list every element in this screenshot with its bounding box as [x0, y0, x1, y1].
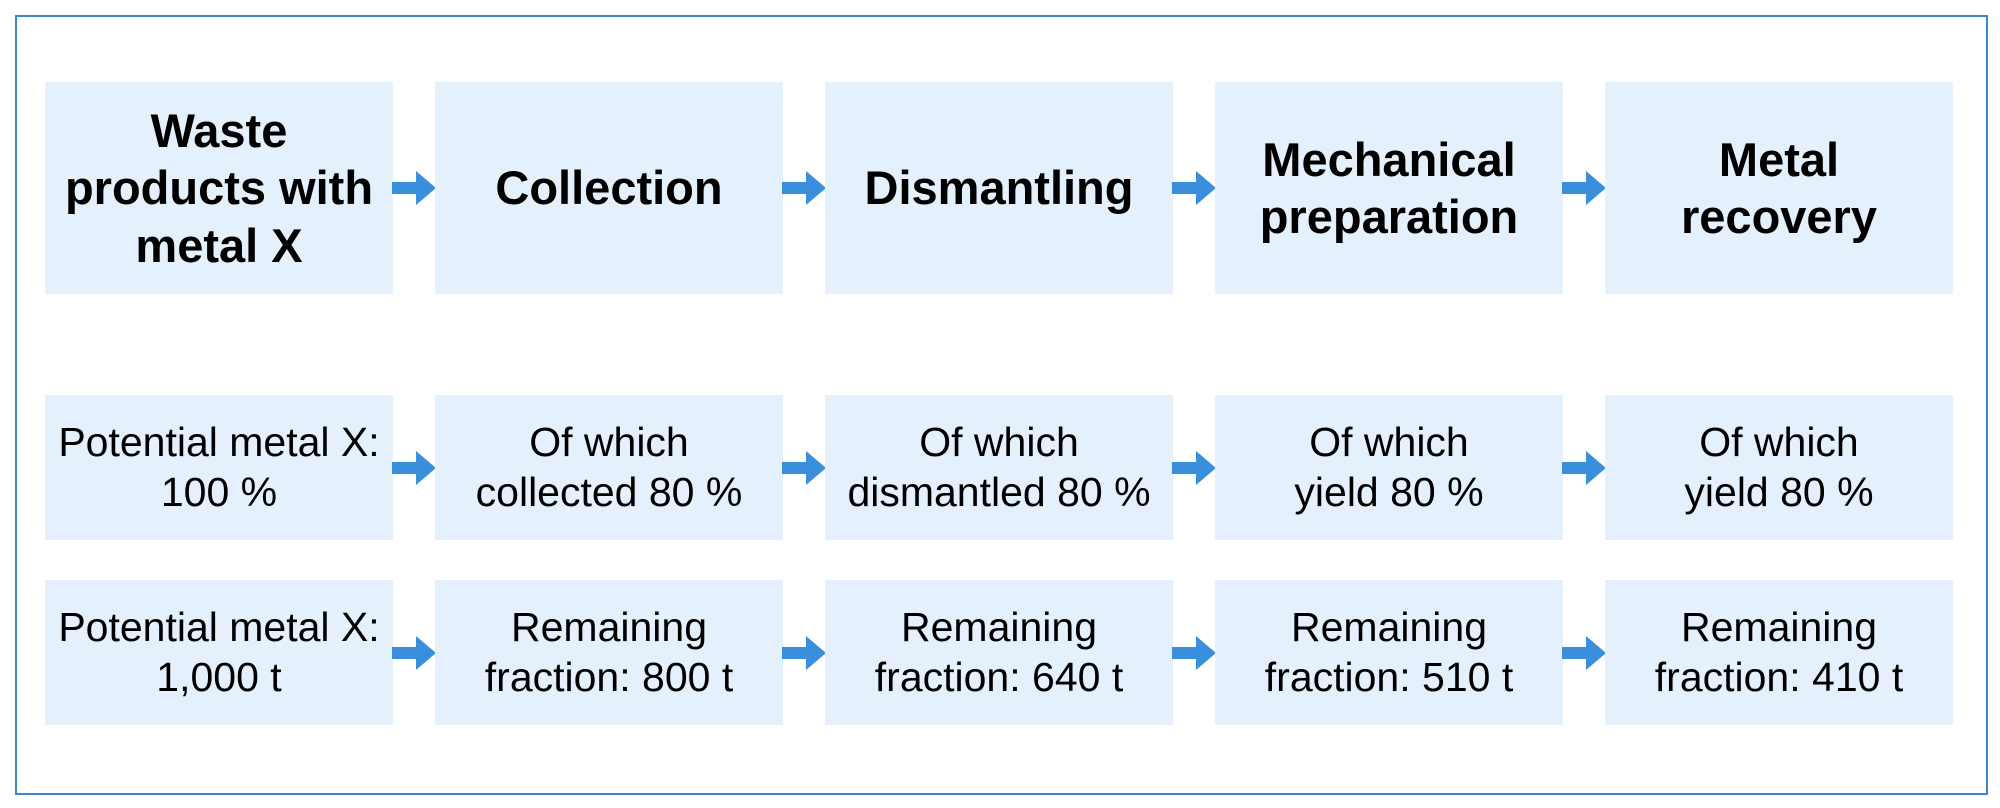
tonnage-text: Remaining fraction: 800 t [484, 604, 734, 700]
percentage-box: Of which yield 80 % [1215, 395, 1563, 540]
arrow-right-icon [392, 171, 436, 205]
tonnage-box: Potential metal X: 1,000 t [45, 580, 393, 725]
percentage-text: Of which collected 80 % [475, 419, 743, 515]
arrow-right-icon [392, 636, 436, 670]
tonnage-box: Remaining fraction: 510 t [1215, 580, 1563, 725]
percentage-box: Of which yield 80 % [1605, 395, 1953, 540]
arrow-right-icon [782, 636, 826, 670]
percentage-text: Potential metal X: 100 % [58, 419, 380, 515]
tonnage-box: Remaining fraction: 640 t [825, 580, 1173, 725]
arrow-right-icon [782, 451, 826, 485]
arrow-right-icon [1562, 451, 1606, 485]
arrow-right-icon [1562, 636, 1606, 670]
arrow-right-icon [1172, 451, 1216, 485]
arrow-right-icon [1172, 636, 1216, 670]
step-collection: Collection [435, 82, 783, 294]
step-label: Metal recovery [1681, 132, 1877, 243]
percentage-text: Of which dismantled 80 % [847, 419, 1151, 515]
tonnage-box: Remaining fraction: 410 t [1605, 580, 1953, 725]
step-dismantling: Dismantling [825, 82, 1173, 294]
tonnage-box: Remaining fraction: 800 t [435, 580, 783, 725]
diagram-frame [15, 15, 1988, 795]
percentage-text: Of which yield 80 % [1684, 419, 1874, 515]
arrow-right-icon [1172, 171, 1216, 205]
percentage-box: Of which dismantled 80 % [825, 395, 1173, 540]
step-mechanical-preparation: Mechanical preparation [1215, 82, 1563, 294]
percentage-box: Of which collected 80 % [435, 395, 783, 540]
tonnage-text: Remaining fraction: 510 t [1264, 604, 1514, 700]
arrow-right-icon [392, 451, 436, 485]
step-metal-recovery: Metal recovery [1605, 82, 1953, 294]
tonnage-text: Potential metal X: 1,000 t [58, 604, 380, 700]
step-label: Waste products with metal X [64, 104, 374, 272]
arrow-right-icon [1562, 171, 1606, 205]
arrow-right-icon [782, 171, 826, 205]
tonnage-text: Remaining fraction: 410 t [1654, 604, 1904, 700]
tonnage-text: Remaining fraction: 640 t [874, 604, 1124, 700]
step-label: Collection [495, 161, 723, 215]
step-label: Mechanical preparation [1259, 132, 1519, 243]
percentage-box: Potential metal X: 100 % [45, 395, 393, 540]
step-waste-products: Waste products with metal X [45, 82, 393, 294]
percentage-text: Of which yield 80 % [1294, 419, 1484, 515]
step-label: Dismantling [864, 161, 1134, 215]
